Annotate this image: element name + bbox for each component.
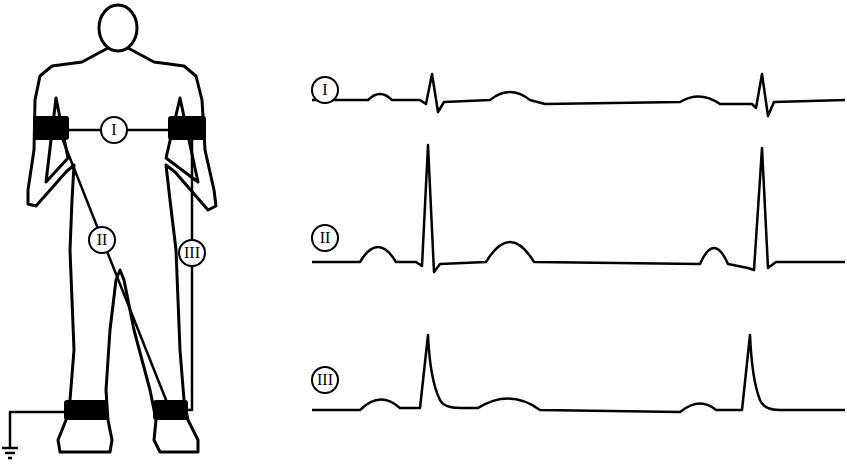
lead-label: II [97, 232, 108, 248]
lead-label: III [317, 372, 333, 388]
arm-electrode [168, 116, 206, 140]
lead-label: III [184, 245, 200, 261]
lead-number-circle: II [311, 224, 339, 252]
leg-electrode [153, 400, 188, 420]
lead-wire [62, 138, 170, 410]
lead-number-circle: II [88, 226, 116, 254]
ground-wire [10, 412, 64, 448]
lead-number-circle: I [100, 116, 128, 144]
lead-number-circle: I [311, 76, 339, 104]
head [99, 5, 137, 51]
body-outline [28, 48, 216, 452]
lead-number-circle: III [178, 239, 206, 267]
lead-wire [186, 130, 200, 410]
lead-label: I [111, 122, 116, 138]
lead-label: II [320, 230, 331, 246]
ecg-trace [312, 74, 845, 116]
ecg-trace [312, 145, 845, 272]
electrode-bands [33, 116, 206, 420]
ecg-trace [312, 335, 845, 412]
leg-electrode [64, 400, 108, 420]
ground-symbol [2, 448, 18, 458]
lead-label: I [322, 82, 327, 98]
arm-electrode [33, 116, 69, 140]
lead-number-circle: III [311, 366, 339, 394]
